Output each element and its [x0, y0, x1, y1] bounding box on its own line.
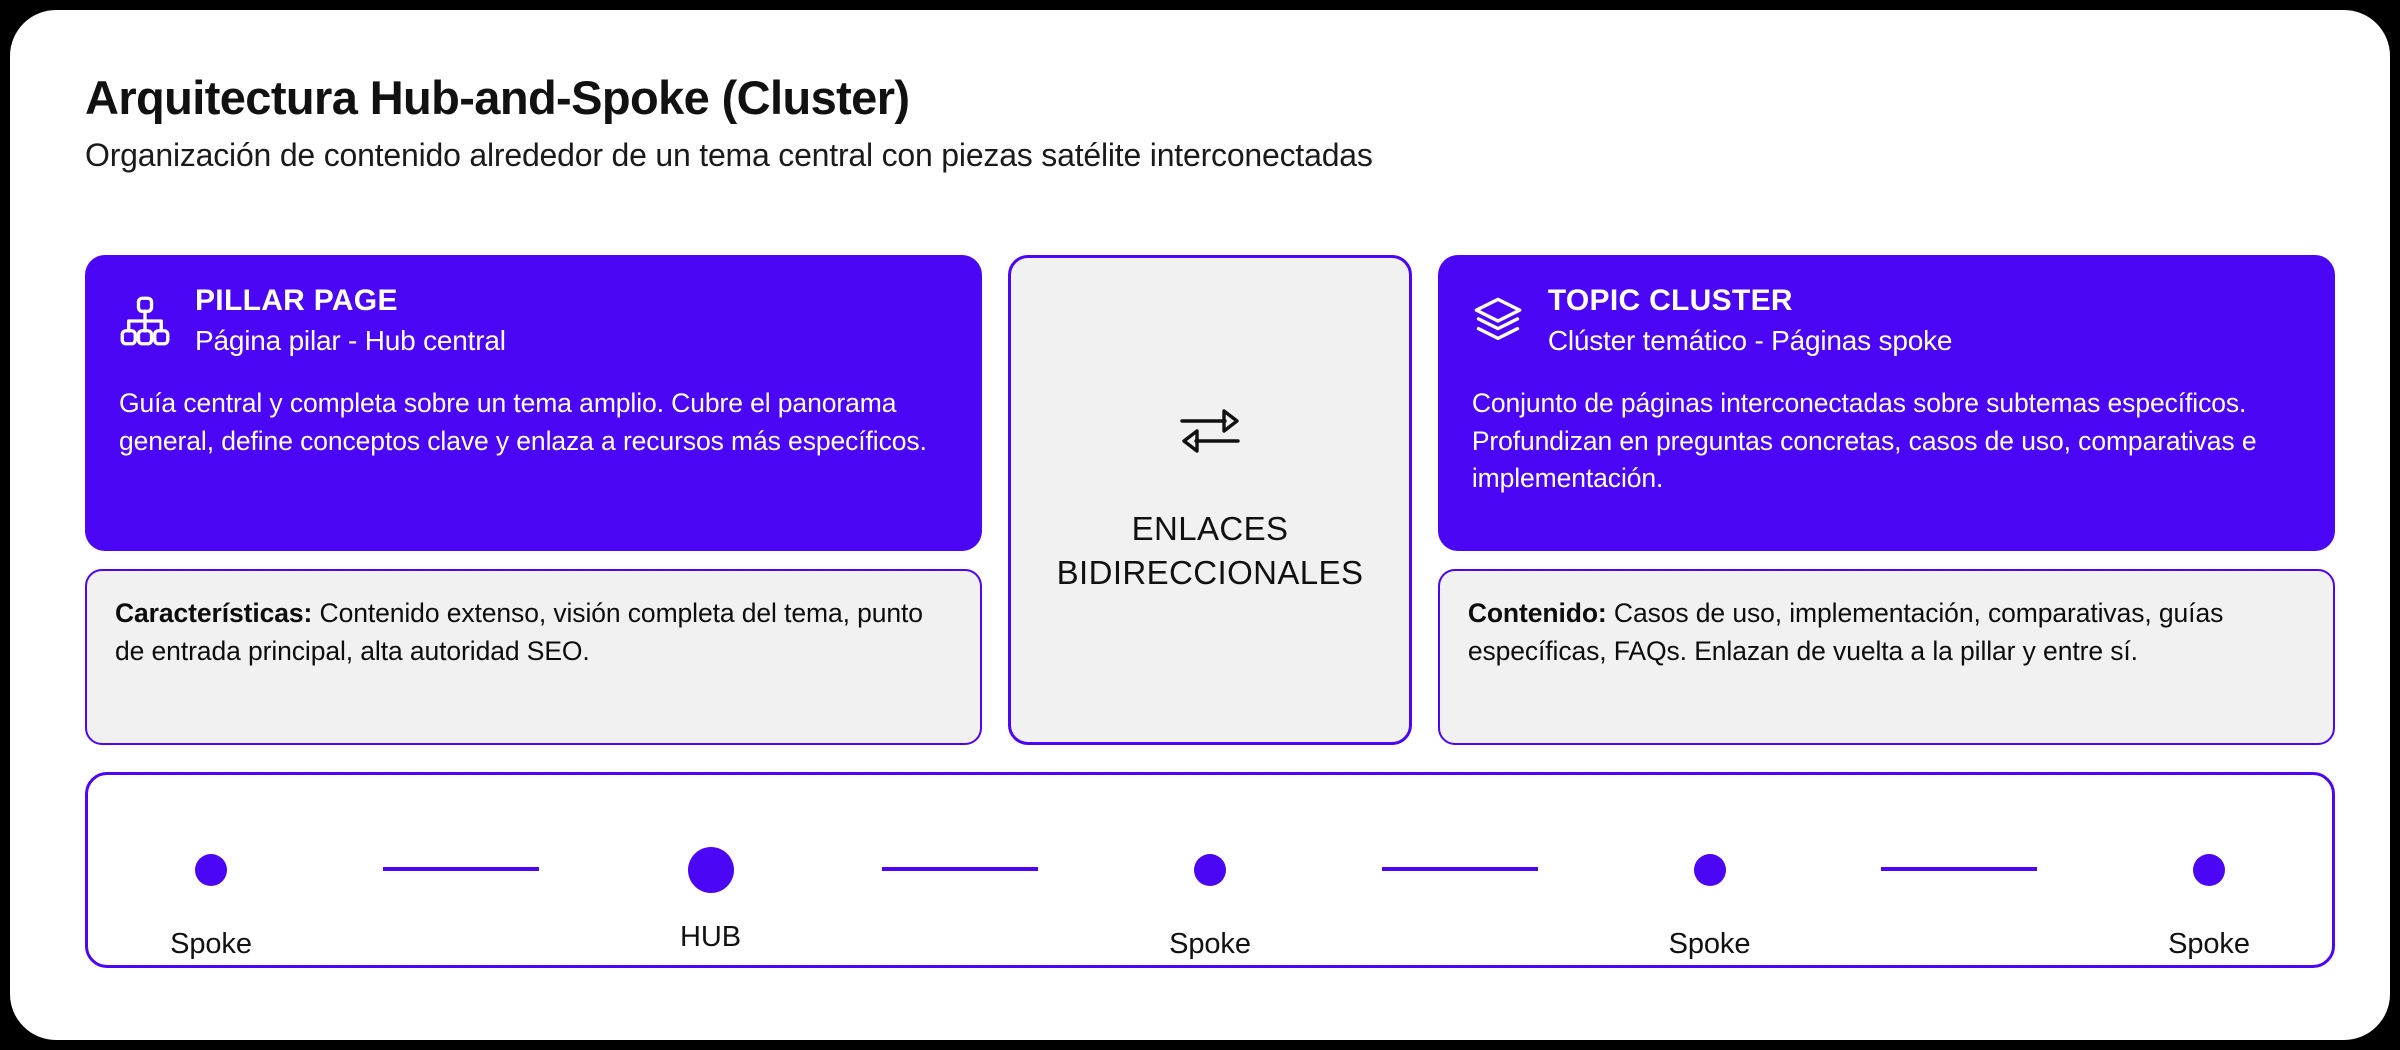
pillar-page-detail-text: Características: Contenido extenso, visi…	[115, 595, 952, 670]
pillar-page-detail-card[interactable]: Características: Contenido extenso, visi…	[85, 569, 983, 745]
pillar-page-card[interactable]: PILLAR PAGE Página pilar - Hub central G…	[85, 255, 983, 551]
spoke-node[interactable]: Spoke	[1635, 854, 1785, 960]
bidirectional-links-line2: BIDIRECCIONALES	[1056, 554, 1364, 591]
node-label: Spoke	[2168, 928, 2250, 960]
spoke-connector-line	[882, 867, 1039, 871]
spoke-node[interactable]: Spoke	[136, 854, 286, 960]
spoke-node[interactable]: Spoke	[2134, 854, 2284, 960]
node-label: Spoke	[1668, 928, 1751, 960]
content-area: Arquitectura Hub-and-Spoke (Cluster) Org…	[85, 71, 2335, 978]
topic-cluster-detail-text: Contenido: Casos de uso, implementación,…	[1468, 595, 2305, 670]
spoke-connector-line	[1881, 867, 2038, 871]
bidirectional-arrows-icon	[1177, 405, 1243, 455]
columns-container: PILLAR PAGE Página pilar - Hub central G…	[85, 255, 2335, 745]
bidirectional-links-line1: ENLACES	[1131, 510, 1289, 548]
spoke-connector-line	[1381, 867, 1538, 871]
pillar-page-subtitle: Página pilar - Hub central	[195, 324, 506, 356]
node-label: HUB	[680, 921, 741, 953]
page-subtitle: Organización de contenido alrededor de u…	[85, 136, 1373, 173]
spoke-dot-icon	[1693, 854, 1726, 886]
topic-cluster-detail-label: Contenido:	[1467, 598, 1607, 628]
column-topic-cluster: TOPIC CLUSTER Clúster temático - Páginas…	[1437, 255, 2335, 745]
hub-spoke-nodes: Spoke HUB Spoke Spoke Spoke	[136, 775, 2284, 965]
spoke-connector-line	[382, 867, 539, 871]
pillar-page-header: PILLAR PAGE Página pilar - Hub central	[119, 283, 948, 359]
pillar-page-detail-label: Características:	[115, 598, 313, 628]
bidirectional-links-label: ENLACES BIDIRECCIONALES	[1057, 507, 1364, 595]
pillar-page-body: Guía central y completa sobre un tema am…	[119, 387, 927, 456]
topic-cluster-title: TOPIC CLUSTER	[1547, 284, 1793, 317]
pillar-page-titles: PILLAR PAGE Página pilar - Hub central	[195, 283, 506, 359]
topic-cluster-body: Conjunto de páginas interconectadas sobr…	[1471, 387, 2257, 494]
node-label: Spoke	[1169, 928, 1251, 960]
hub-spoke-strip: Spoke HUB Spoke Spoke Spoke	[85, 772, 2335, 968]
topic-cluster-detail-card[interactable]: Contenido: Casos de uso, implementación,…	[1437, 569, 2335, 745]
topic-cluster-subtitle: Clúster temático - Páginas spoke	[1547, 324, 1953, 356]
layers-icon	[1472, 295, 1524, 347]
page-title: Arquitectura Hub-and-Spoke (Cluster)	[85, 71, 910, 124]
pillar-page-detail-body: Contenido extenso, visión completa del t…	[115, 598, 923, 666]
hub-node[interactable]: HUB	[636, 847, 786, 953]
node-label: Spoke	[170, 928, 252, 960]
topic-cluster-card[interactable]: TOPIC CLUSTER Clúster temático - Páginas…	[1437, 255, 2335, 551]
topic-cluster-detail-body: Casos de uso, implementación, comparativ…	[1467, 598, 2224, 666]
topic-cluster-header: TOPIC CLUSTER Clúster temático - Páginas…	[1472, 283, 2301, 359]
column-bidirectional-links: ENLACES BIDIRECCIONALES	[1008, 255, 1412, 745]
spoke-dot-icon	[2193, 854, 2225, 886]
pillar-page-title: PILLAR PAGE	[195, 284, 398, 317]
hub-dot-icon	[687, 847, 734, 893]
spoke-dot-icon	[1194, 854, 1226, 886]
spoke-dot-icon	[195, 854, 227, 886]
main-card: Arquitectura Hub-and-Spoke (Cluster) Org…	[10, 10, 2390, 1040]
hierarchy-icon	[119, 295, 171, 347]
spoke-node[interactable]: Spoke	[1135, 854, 1285, 960]
topic-cluster-titles: TOPIC CLUSTER Clúster temático - Páginas…	[1547, 283, 1953, 359]
column-pillar-page: PILLAR PAGE Página pilar - Hub central G…	[85, 255, 983, 745]
bidirectional-links-card[interactable]: ENLACES BIDIRECCIONALES	[1008, 255, 1412, 745]
